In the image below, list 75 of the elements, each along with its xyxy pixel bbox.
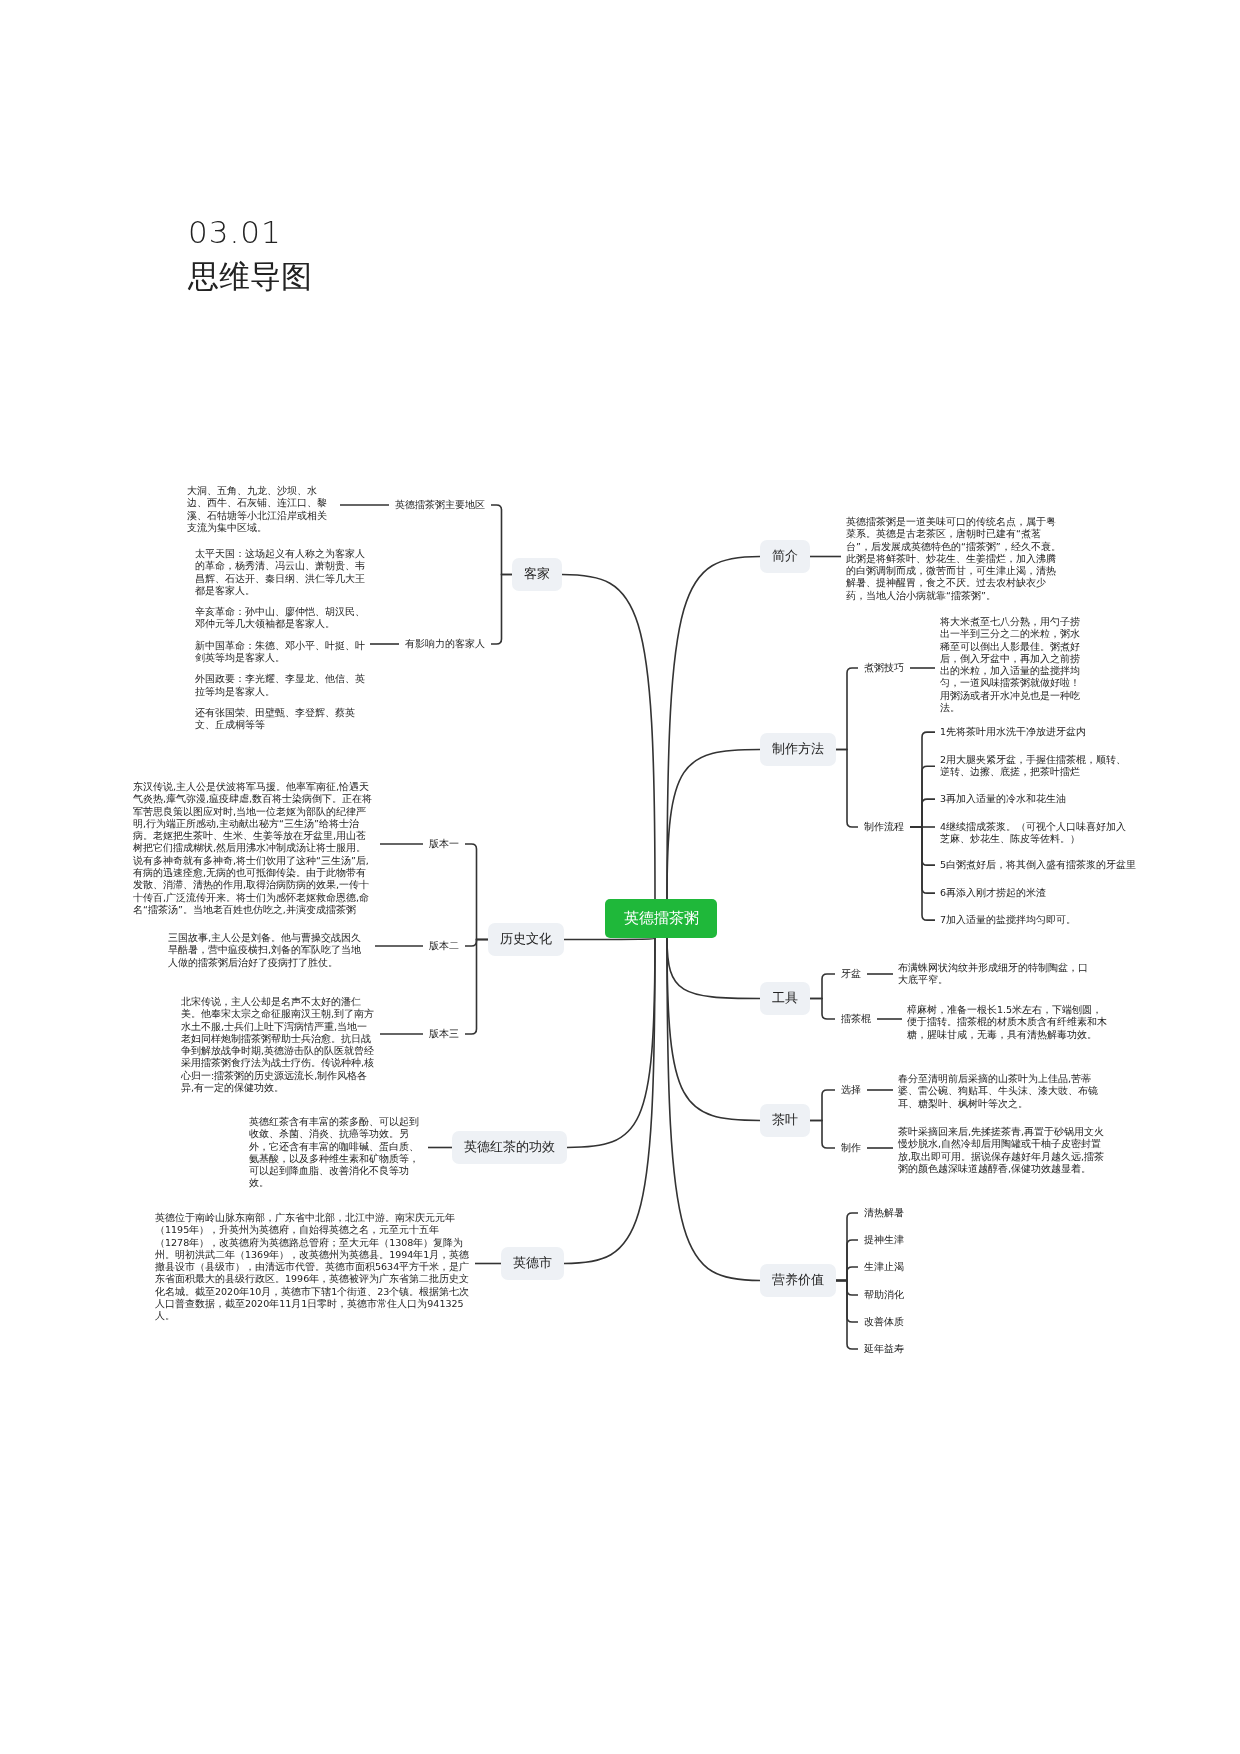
branch-line	[374, 945, 424, 947]
step-text: 4继续擂成茶浆。（可视个人口味喜好加入芝麻、炒花生、陈皮等佐料。）	[935, 821, 1135, 846]
branch-line	[339, 504, 390, 506]
branch-line	[809, 1119, 836, 1149]
subtopic-label: 版本二	[423, 939, 465, 953]
branch-line	[835, 1279, 859, 1350]
subtopic-label: 帮助消化	[858, 1288, 910, 1302]
branch-line	[876, 1018, 903, 1020]
topic-box: 英德红茶的功效	[452, 1131, 567, 1164]
section-number: 03.01	[188, 214, 282, 250]
branch-curve	[666, 937, 761, 1282]
description-text: 辛亥革命：孙中山、廖仲恺、胡汉民、邓仲元等几大领袖都是客家人。	[195, 606, 365, 631]
description-text: 东汉传说,主人公是伏波将军马援。他率军南征,恰遇天气炎热,瘴气弥漫,瘟疫肆虐,数百将士染病倒下。正在将军苦思良策以图应对时,当地一位老妪为部队的纪律严明,行为端正所感动,主动献出秘方“三生汤”给将士治病。老妪把生茶叶、生米、生姜等放在牙盆里,用山苍树把它们擂成糊状,然后用沸水冲制成汤让将士服用。说有多神奇就有多神奇,将士们饮用了这种“三生汤”后,有病的迅速痊愈,无病的也可抵御传染。由于此物带有发散、消滞、清热的作用,取得治病防病的效果,一传十十传百,广泛流传开来。将士们为感怀老妪救命恩德,命名“擂茶汤”。当地老百姓也仿吃之,并演变成擂茶粥	[128, 781, 380, 917]
description-text: 三国故事,主人公是刘备。他与曹操交战因久旱酷暑，营中瘟疫横扫,刘备的军队吃了当地人做的擂茶粥后治好了疫病打了胜仗。	[163, 932, 375, 969]
subtopic-label: 延年益寿	[858, 1342, 910, 1356]
description-text: 将大米煮至七八分熟，用勺子捞出一半到三分之二的米粒，粥水稀至可以倒出人影最佳。粥煮好后，倒入牙盆中，再加入之前捞出的米粒，加入适量的盐搅拌均匀，一道风味擂茶粥就做好啦！用粥汤或者开水冲兑也是一种吃法。	[935, 616, 1093, 715]
description-text: 茶叶采摘回来后,先揉搓茶青,再置于砂锅用文火慢炒脱水,自然冷却后用陶罐或干柚子皮密封置放,取出即可用。据说保存越好年月越久远,擂茶粥的颜色越深味道越醇香,保健功效越显着。	[893, 1126, 1115, 1176]
branch-line	[427, 1146, 453, 1149]
subtopic-label: 清热解暑	[858, 1206, 910, 1220]
branch-line	[866, 1147, 894, 1149]
topic-box: 工具	[760, 982, 810, 1015]
description-text: 布满蛛网状沟纹并形成细牙的特制陶盆，口大底平窄。	[893, 962, 1093, 987]
description-text: 大洞、五角、九龙、沙坝、水边、西牛、石灰铺、连江口、黎溪、石牯塘等小北江沿岸或相关支流为集中区域。	[182, 485, 340, 535]
description-text: 樟麻树，准备一根长1.5米左右，下端刨圆，便于擂转。擂茶棍的材质木质含有纤维素和木糖，腥味甘咸，无毒，具有清热解毒功效。	[902, 1004, 1114, 1041]
subtopic-label: 有影响力的客家人	[399, 637, 491, 651]
branch-line	[866, 973, 894, 975]
description-text: 还有张国荣、田壁甄、李登辉、蔡英文、丘成桐等等	[195, 706, 356, 732]
step-text: 1先将茶叶用水洗干净放进牙盆内	[935, 726, 1165, 739]
branch-line	[809, 997, 836, 1020]
subtopic-label: 牙盆	[835, 967, 867, 981]
description-text: 北宋传说，主人公却是名声不太好的潘仁美。他奉宋太宗之命征服南汉王朝,到了南方水土不服,士兵们上吐下泻病情严重,当地一老妇同样炮制擂茶粥帮助士兵治愈。抗日战争到解放战争时期,英德游击队的队医就曾经采用擂茶粥食疗法为战士疗伤。传说种种,核心归一:擂茶粥的历史源远流长,制作风格各异,有一定的保健功效。	[176, 996, 380, 1095]
subtopic-label: 改善体质	[858, 1315, 910, 1329]
branch-curve	[563, 937, 656, 1265]
subtopic-label: 煮粥技巧	[858, 661, 910, 675]
subtopic-label: 英德擂茶粥主要地区	[389, 498, 491, 512]
step-text: 3再加入适量的冷水和花生油	[935, 793, 1165, 806]
description-text: 外国政要：李光耀、李显龙、他信、英拉等均是客家人。	[195, 673, 365, 698]
page-title: 思维导图	[188, 257, 312, 296]
description-text: 英德擂茶粥是一道美味可口的传统名点，属于粤菜系。英德是古老茶区，唐朝时已建有“煮茗台”，后发展成英德特色的“擂茶粥”，经久不衰。此粥是将鲜茶叶、炒花生、生姜擂烂，加入沸腾的白粥调制而成，微苦而甘，可生津止渴，清热解暑、提神醒胃，食之不厌。过去农村缺衣少药，当地人治小病就靠“擂茶粥”。	[841, 516, 1069, 603]
topic-box: 简介	[760, 540, 810, 573]
subtopic-label: 生津止渴	[858, 1260, 910, 1274]
branch-curve	[666, 748, 761, 900]
branch-line	[909, 667, 936, 669]
description-text: 太平天国：这场起义有人称之为客家人的革命，杨秀清、冯云山、萧朝贵、韦昌辉、石达开、秦日纲、洪仁等几大王都是客家人。	[195, 548, 365, 598]
subtopic-label: 擂茶棍	[835, 1012, 877, 1026]
topic-box: 客家	[512, 558, 562, 591]
subtopic-label: 制作	[835, 1141, 867, 1155]
subtopic-label: 提神生津	[858, 1233, 910, 1247]
subtopic-label: 版本一	[423, 837, 465, 851]
topic-box: 历史文化	[488, 923, 564, 956]
branch-line	[369, 643, 400, 645]
description-text: 英德位于南岭山脉东南部，广东省中北部，北江中游。南宋庆元元年（1195年），升英州为英德府，自始得英德之名，元至元十五年（1278年），改英德府为英德路总管府；至大元年（1308年）复降为州。明初洪武二年（1369年），改英德州为英德县。1994年1月，英德撤县设市（县级市），由清远市代管。英德市面积5634平方千米，是广东省面积最大的县级行政区。1996年，英德被评为广东省第二批历史文化名城。截至2020年10月，英德市下辖1个街道、23个镇。根据第七次人口普查数据，截至2020年11月1日零时，英德市常住人口为941325人。	[150, 1212, 475, 1323]
description-text: 新中国革命：朱德、邓小平、叶挺、叶剑英等均是客家人。	[195, 639, 365, 665]
branch-line	[809, 555, 842, 558]
branch-line	[379, 1033, 424, 1035]
description-text: 英德红茶含有丰富的茶多酚、可以起到收敛、杀菌、消炎、抗癌等功效。另外，它还含有丰富的咖啡碱、蛋白质、氨基酸，以及多种维生素和矿物质等，可以起到降血脂、改善消化不良等功效。	[244, 1116, 428, 1190]
description-text: 春分至清明前后采摘的山茶叶为上佳品,苦蒂婆、雷公碗、狗贴耳、牛头沫、漆大豉、布镜耳、糖梨叶、枫树叶等次之。	[893, 1073, 1115, 1110]
step-text: 7加入适量的盐搅拌均匀即可。	[935, 914, 1165, 927]
topic-box: 茶叶	[760, 1104, 810, 1137]
subtopic-label: 选择	[835, 1083, 867, 1097]
branch-curve	[561, 573, 656, 900]
subtopic-label: 版本三	[423, 1027, 465, 1041]
topic-box: 营养价值	[760, 1264, 836, 1297]
branch-line	[474, 1262, 502, 1265]
step-text: 5白粥煮好后，将其倒入盛有擂茶浆的牙盆里	[935, 859, 1175, 872]
branch-line	[866, 1089, 894, 1091]
central-topic-box: 英德擂茶粥	[605, 899, 717, 938]
branch-line	[379, 843, 424, 845]
branch-curve	[563, 937, 656, 941]
branch-line	[909, 826, 936, 921]
topic-box: 英德市	[501, 1247, 564, 1280]
step-text: 2用大腿夹紧牙盆，手握住擂茶棍，顺转、逆转、边擦、底搓，把茶叶擂烂	[935, 754, 1135, 779]
topic-box: 制作方法	[760, 733, 836, 766]
subtopic-label: 制作流程	[858, 820, 910, 834]
step-text: 6再添入刚才捞起的米渣	[935, 887, 1165, 900]
